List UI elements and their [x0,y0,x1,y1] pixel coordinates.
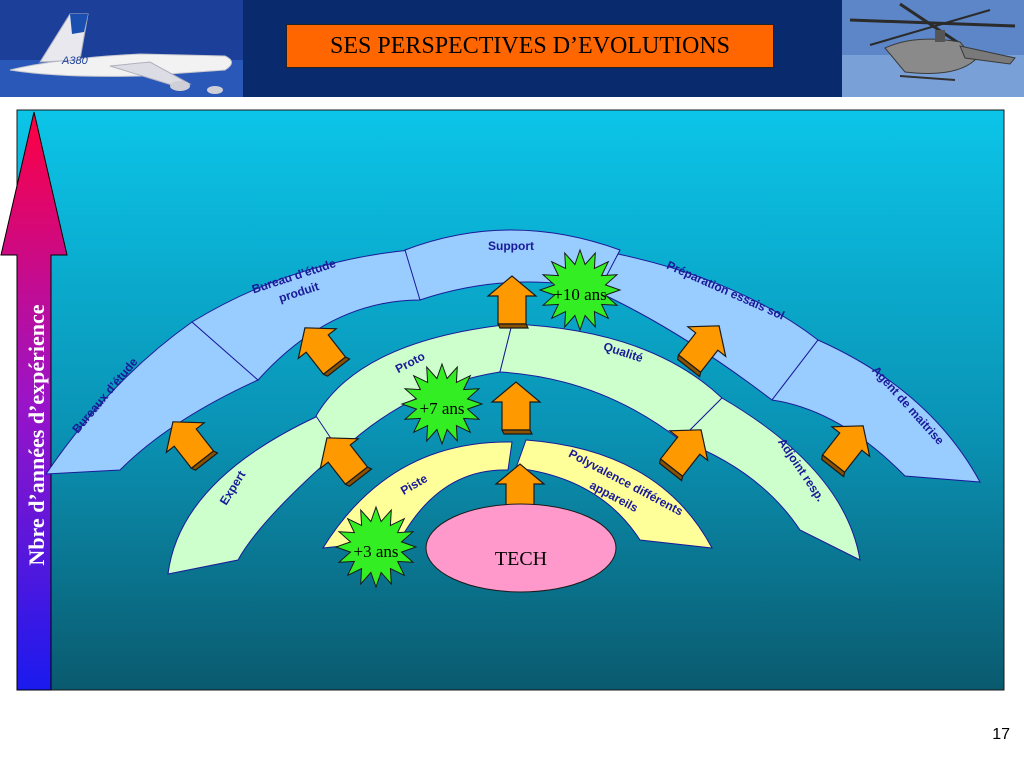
tech-label: TECH [495,548,547,570]
burst-3-years [334,505,418,589]
burst-7-years [400,362,484,446]
arrow-adjoint-to-agent [820,425,871,478]
airplane-image: A380 [0,0,243,97]
arrow-proto-to-bureau [297,327,351,377]
tech-center [425,503,617,593]
arrow-expert-to-bureaux [165,421,219,471]
arrow-inner-to-proto [319,437,373,487]
arrow-qualite-to-preparation [676,325,727,378]
page-number: 17 [992,726,1010,743]
burst-10-label: +10 ans [553,285,607,304]
arrow-inner-to-adjoint [658,429,709,482]
page-title: SES PERSPECTIVES D’EVOLUTIONS [286,24,774,68]
experience-axis-arrow [0,111,68,691]
inner-arc-polyvalence [515,439,713,549]
burst-10-years [538,248,622,332]
label-support: Support [488,239,534,253]
arrow-proto-to-support [486,275,538,329]
career-diagram: Nbre d’années d’expérience Bureaux d’étu… [0,109,1005,691]
middle-arc-adjoint [679,397,861,561]
header-bar: A380 SES PERSPECTIVES D’EVOLUTIONS [0,0,1024,97]
a380-text: A380 [61,55,89,67]
axis-label: Nbre d’années d’expérience [24,304,49,565]
burst-7-label: +7 ans [420,399,465,418]
outer-arc-agent [771,339,981,483]
helicopter-image [842,0,1024,97]
arrow-inner-to-qualite [490,381,542,435]
burst-3-label: +3 ans [354,542,399,561]
